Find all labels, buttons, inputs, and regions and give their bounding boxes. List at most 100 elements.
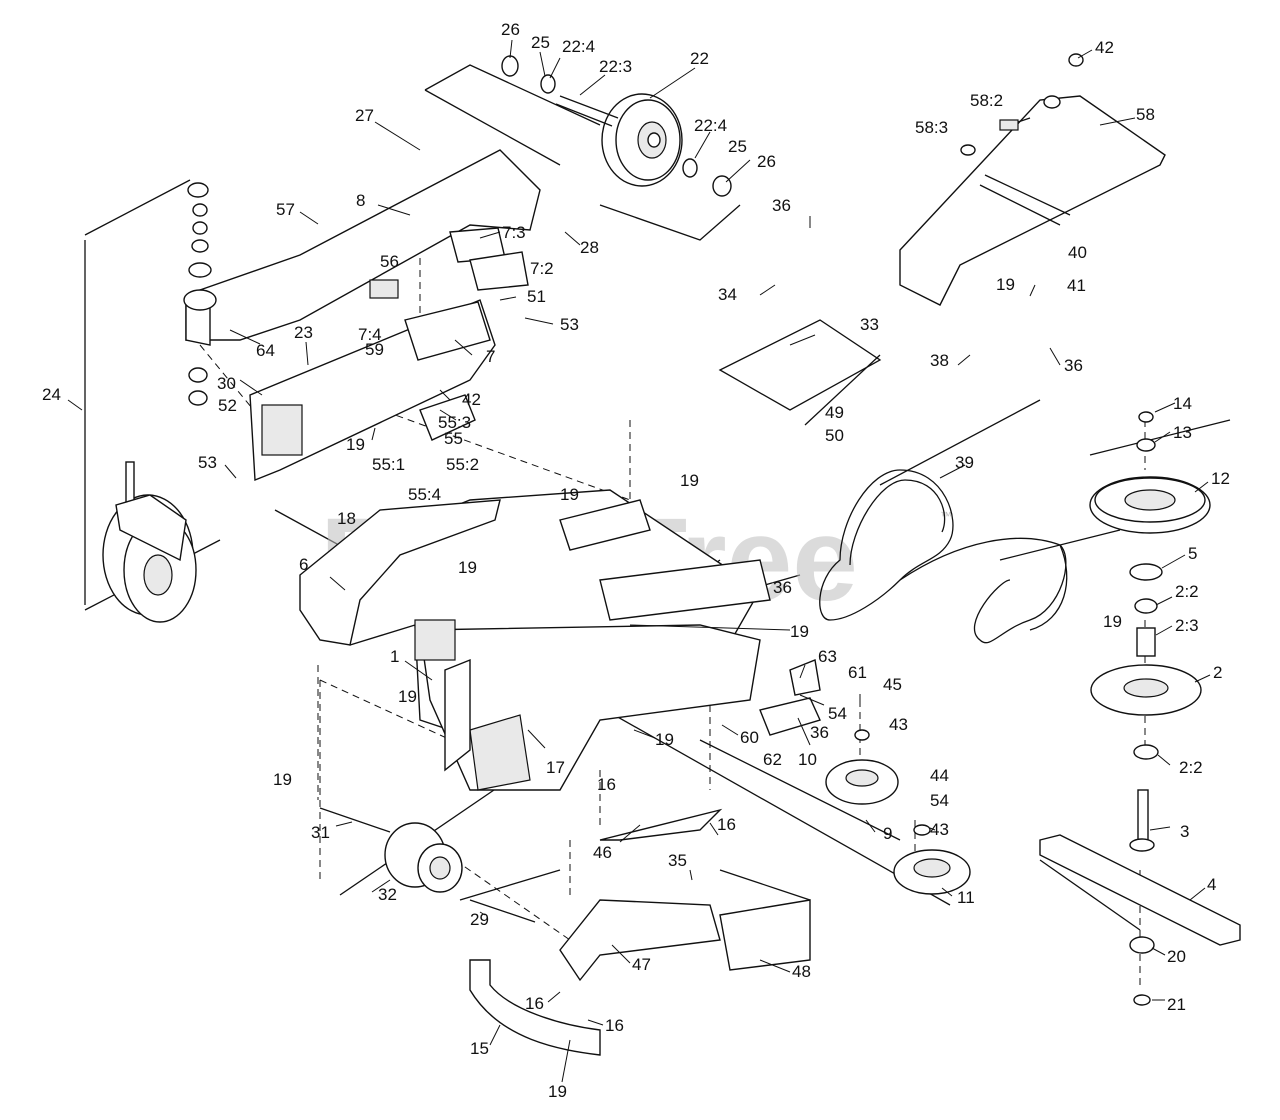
deck-cover: [899, 53, 1166, 306]
callout-49: 49: [825, 403, 844, 422]
callout-4: 4: [1207, 875, 1216, 894]
callout-39: 39: [955, 453, 974, 472]
caster-wheel: [102, 182, 212, 623]
callout-2: 2: [1213, 663, 1222, 682]
callout-26: 26: [757, 152, 776, 171]
callout-7: 7: [486, 347, 495, 366]
callout-7-4: 7:4: [358, 325, 382, 344]
callout-47: 47: [632, 955, 651, 974]
callout-1: 1: [390, 647, 399, 666]
callout-6: 6: [299, 555, 308, 574]
callout-30: 30: [217, 374, 236, 393]
rear-wheel: [501, 55, 732, 197]
callout-2-3: 2:3: [1175, 616, 1199, 635]
callout-61: 61: [848, 663, 867, 682]
callout-44: 44: [930, 766, 949, 785]
drive-belt: [819, 469, 1068, 644]
callout-52: 52: [218, 396, 237, 415]
callout-31: 31: [311, 823, 330, 842]
callout-55: 55: [444, 429, 463, 448]
callout-22-4: 22:4: [694, 116, 727, 135]
callout-18: 18: [337, 509, 356, 528]
callout-29: 29: [470, 910, 489, 929]
callout-53: 53: [560, 315, 579, 334]
callout-50: 50: [825, 426, 844, 445]
callout-36: 36: [810, 723, 829, 742]
callout-19: 19: [790, 622, 809, 641]
leader-lines: [67, 39, 1211, 1083]
callout-20: 20: [1167, 947, 1186, 966]
callout-54: 54: [930, 791, 949, 810]
callout-24: 24: [42, 385, 61, 404]
callout-46: 46: [593, 843, 612, 862]
callout-63: 63: [818, 647, 837, 666]
callout-62: 62: [763, 750, 782, 769]
callout-25: 25: [531, 33, 550, 52]
callout-55-1: 55:1: [372, 455, 405, 474]
callout-58: 58: [1136, 105, 1155, 124]
callout-35: 35: [668, 851, 687, 870]
callout-16: 16: [717, 815, 736, 834]
callout-19: 19: [560, 485, 579, 504]
callout-19: 19: [548, 1082, 567, 1101]
callout-57: 57: [276, 200, 295, 219]
callout-3: 3: [1180, 822, 1189, 841]
callout-53: 53: [198, 453, 217, 472]
callout-27: 27: [355, 106, 374, 125]
callout-19: 19: [458, 558, 477, 577]
callout-19: 19: [655, 730, 674, 749]
front-arm-assembly: [183, 149, 541, 482]
callout-40: 40: [1068, 243, 1087, 262]
callout-19: 19: [398, 687, 417, 706]
callout-10: 10: [798, 750, 817, 769]
callout-19: 19: [680, 471, 699, 490]
callout-36: 36: [772, 196, 791, 215]
callout-2-2: 2:2: [1179, 758, 1203, 777]
callout-56: 56: [380, 252, 399, 271]
callout-54: 54: [828, 704, 847, 723]
callout-36: 36: [1064, 356, 1083, 375]
callout-2-2: 2:2: [1175, 582, 1199, 601]
callout-7-3: 7:3: [502, 223, 526, 242]
idler-pulleys: [759, 659, 971, 895]
spindle-assembly: [1039, 411, 1241, 1006]
callout-14: 14: [1173, 394, 1192, 413]
callout-55-4: 55:4: [408, 485, 441, 504]
callout-11: 11: [957, 888, 975, 907]
callout-26: 26: [501, 20, 520, 39]
callout-22-3: 22:3: [599, 57, 632, 76]
callout-43: 43: [930, 820, 949, 839]
callout-5: 5: [1188, 544, 1197, 563]
callout-19: 19: [346, 435, 365, 454]
callout-21: 21: [1167, 995, 1186, 1014]
callout-16: 16: [605, 1016, 624, 1035]
watermark-trademark: ™: [940, 509, 952, 523]
callout-15: 15: [470, 1039, 489, 1058]
callout-51: 51: [527, 287, 546, 306]
callout-25: 25: [728, 137, 747, 156]
callout-22-4: 22:4: [562, 37, 595, 56]
callout-8: 8: [356, 191, 365, 210]
callout-59: 59: [365, 340, 384, 359]
callout-7-2: 7:2: [530, 259, 554, 278]
callout-58-3: 58:3: [915, 118, 948, 137]
callout-34: 34: [718, 285, 737, 304]
callout-12: 12: [1211, 469, 1230, 488]
callout-23: 23: [294, 323, 313, 342]
callout-58-2: 58:2: [970, 91, 1003, 110]
callout-19: 19: [996, 275, 1015, 294]
callout-55-2: 55:2: [446, 455, 479, 474]
parts: [102, 53, 1241, 1056]
callout-16: 16: [597, 775, 616, 794]
callout-19: 19: [1103, 612, 1122, 631]
callout-48: 48: [792, 962, 811, 981]
callout-45: 45: [883, 675, 902, 694]
callout-9: 9: [883, 824, 892, 843]
callout-17: 17: [546, 758, 565, 777]
callout-42: 42: [1095, 38, 1114, 57]
callout-55-3: 55:3: [438, 413, 471, 432]
callout-16: 16: [525, 994, 544, 1013]
callout-13: 13: [1173, 423, 1192, 442]
callout-41: 41: [1067, 276, 1086, 295]
